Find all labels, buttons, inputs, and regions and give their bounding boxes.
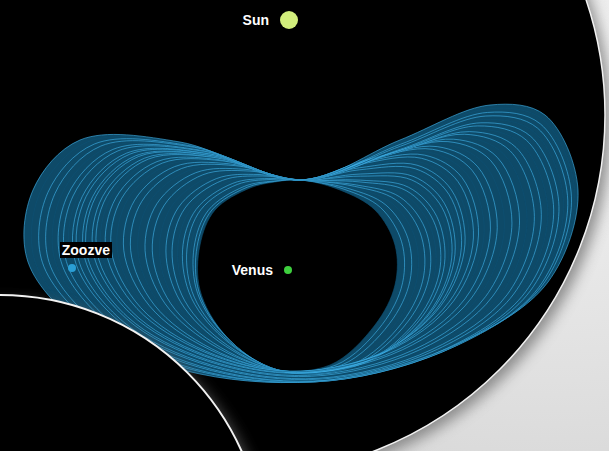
venus-dot <box>284 266 292 274</box>
orbit-loop <box>198 180 398 372</box>
orbit-loop <box>190 180 418 374</box>
orbit-loop <box>89 144 505 375</box>
object-label: Venus <box>230 262 275 278</box>
orbit-loop <box>117 160 469 371</box>
zoozve-dot <box>68 264 76 272</box>
orbit-loop <box>193 180 412 373</box>
object-label: Sun <box>241 12 271 28</box>
orbit-loop <box>100 151 484 372</box>
inset-panel <box>0 295 265 451</box>
object-label: Zoozve <box>60 242 112 258</box>
orbit-loop <box>172 176 441 374</box>
orbit-loop <box>159 172 448 373</box>
sun-dot <box>280 11 298 29</box>
orbit-loop <box>111 157 474 371</box>
